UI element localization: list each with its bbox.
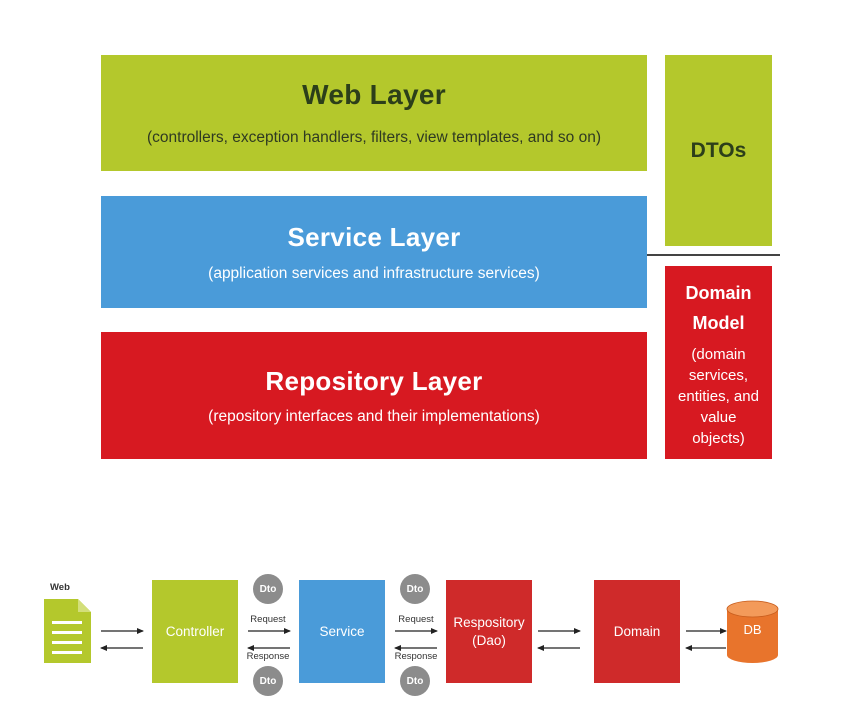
- service-layer-title: Service Layer: [287, 221, 461, 252]
- database-icon: [726, 600, 779, 663]
- response-label: Response: [394, 651, 438, 662]
- controller-box: Controller: [152, 580, 238, 683]
- domain-model-title-line1: Domain: [685, 283, 752, 303]
- repository-label-line1: Respository: [453, 614, 525, 630]
- web-layer-subtitle: (controllers, exception handlers, filter…: [146, 129, 602, 146]
- repository-box: Respository (Dao): [446, 580, 532, 683]
- dto-badge: Dto: [400, 574, 430, 604]
- flow-connectors: [44, 599, 779, 663]
- db-label: DB: [743, 622, 762, 637]
- web-client-label: Web: [50, 582, 70, 593]
- service-box: Service: [299, 580, 385, 683]
- controller-label: Controller: [165, 624, 225, 639]
- repository-layer-title: Repository Layer: [265, 365, 483, 396]
- repository-layer-subtitle: (repository interfaces and their impleme…: [208, 407, 540, 425]
- document-icon: [44, 599, 91, 663]
- domain-model-desc-line: entities, and: [678, 388, 759, 405]
- dto-badge: Dto: [253, 574, 283, 604]
- domain-model-title-line2: Model: [692, 313, 745, 333]
- request-label: Request: [398, 614, 434, 625]
- repository-label-line2: (Dao): [472, 632, 506, 648]
- domain-box: Domain: [594, 580, 680, 683]
- service-label: Service: [319, 624, 365, 639]
- layer-divider-line: [647, 254, 780, 256]
- domain-label: Domain: [613, 624, 661, 639]
- domain-model-desc-line: (domain: [691, 346, 746, 363]
- request-label: Request: [250, 614, 286, 625]
- response-label: Response: [246, 651, 290, 662]
- dto-badge: Dto: [400, 666, 430, 696]
- dto-badge: Dto: [253, 666, 283, 696]
- domain-model-desc-line: objects): [692, 430, 745, 447]
- domain-model-desc-line: services,: [688, 367, 749, 384]
- service-layer-subtitle: (application services and infrastructure…: [208, 264, 540, 282]
- web-layer-title: Web Layer: [302, 79, 446, 110]
- dtos-block: DTOs: [665, 55, 772, 246]
- domain-model-block: Domain Model (domain services, entities,…: [665, 266, 772, 459]
- web-layer-block: Web Layer (controllers, exception handle…: [101, 55, 647, 171]
- domain-model-description: (domain services, entities, and value ob…: [678, 344, 759, 449]
- repository-layer-block: Repository Layer (repository interfaces …: [101, 332, 647, 459]
- domain-model-desc-line: value: [700, 409, 737, 426]
- service-layer-block: Service Layer (application services and …: [101, 196, 647, 308]
- dtos-title: DTOs: [690, 138, 747, 162]
